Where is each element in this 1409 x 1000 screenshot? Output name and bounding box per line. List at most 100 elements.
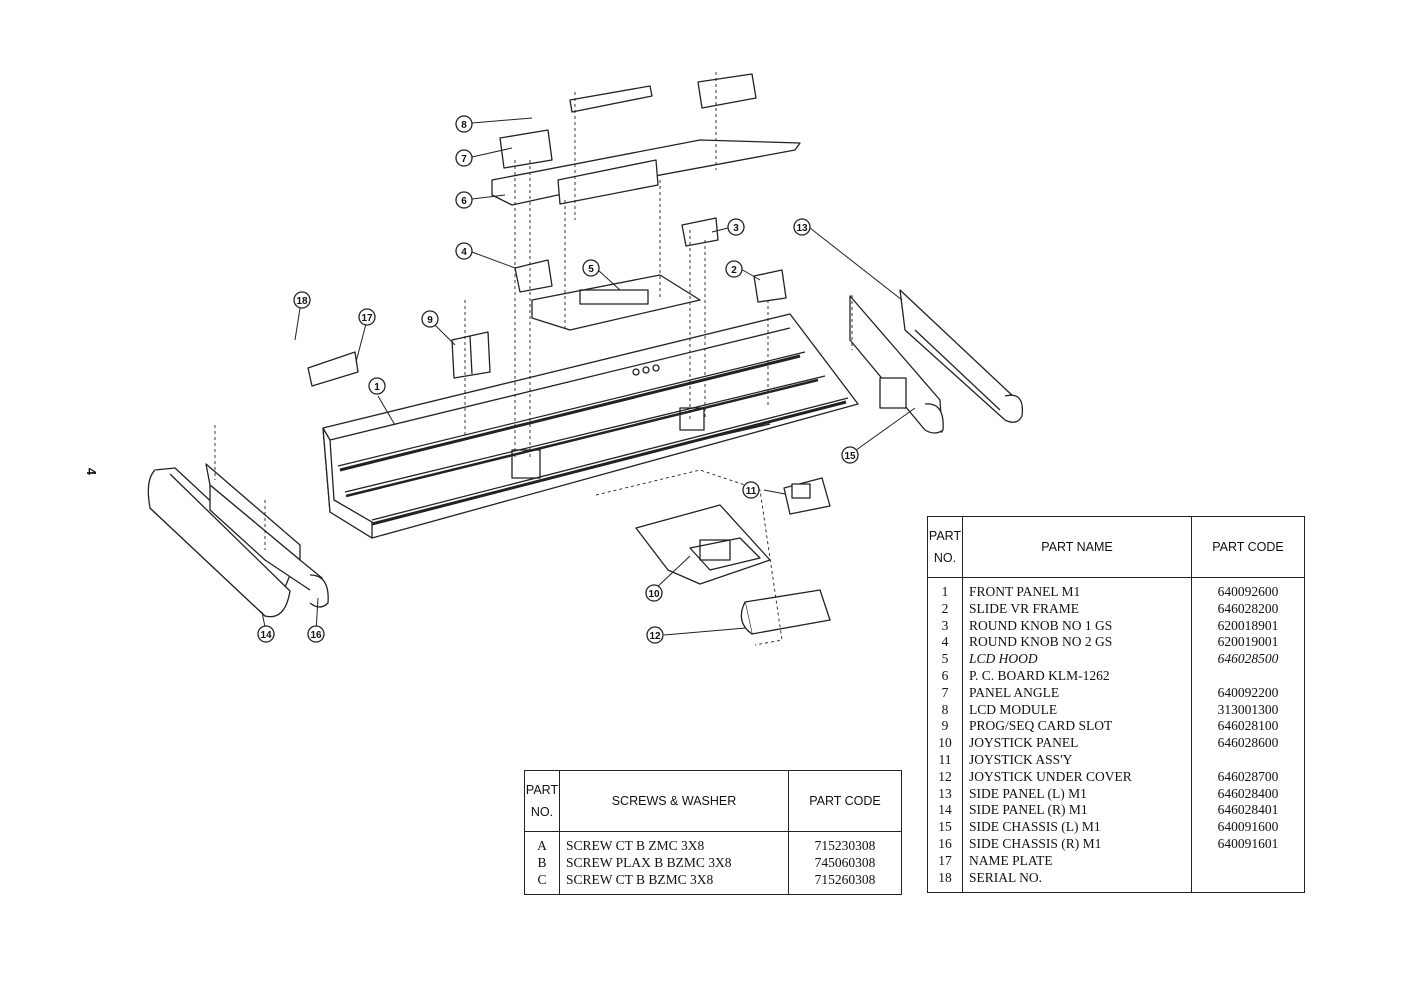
part-number: 3 <box>927 617 963 635</box>
part-code: 646028400 <box>1191 785 1305 803</box>
svg-text:12: 12 <box>649 631 661 642</box>
part-number: 9 <box>927 718 963 736</box>
svg-text:16: 16 <box>310 630 322 641</box>
callout-2: 2 <box>725 260 743 278</box>
part-name: LCD MODULE <box>962 701 1192 719</box>
part-code: 715260308 <box>788 871 902 895</box>
part-number: 2 <box>927 600 963 618</box>
part-number: 10 <box>927 735 963 752</box>
part-name: ROUND KNOB NO 1 GS <box>962 617 1192 635</box>
part-name: SLIDE VR FRAME <box>962 600 1192 618</box>
part-number: 8 <box>927 701 963 719</box>
callout-10: 10 <box>645 584 663 602</box>
part-name: NAME PLATE <box>962 852 1192 870</box>
part-name: LCD HOOD <box>962 651 1192 668</box>
callout-9: 9 <box>421 310 439 328</box>
svg-text:13: 13 <box>796 223 808 234</box>
callout-15: 15 <box>841 446 859 464</box>
svg-text:10: 10 <box>648 589 660 600</box>
part-code: 640091600 <box>1191 819 1305 836</box>
svg-text:3: 3 <box>733 223 739 234</box>
name-plate-part <box>307 351 359 387</box>
part-code <box>1191 751 1305 769</box>
part-number: 1 <box>927 577 963 601</box>
part-code: 640091601 <box>1191 835 1305 853</box>
part-number: 13 <box>927 785 963 803</box>
knobs-part <box>514 217 787 303</box>
screw-name-header: SCREWS & WASHER <box>559 770 789 832</box>
part-code: 646028500 <box>1191 651 1305 668</box>
part-code: 715230308 <box>788 831 902 855</box>
part-no-header: PART NO. <box>927 516 963 578</box>
callout-16: 16 <box>307 625 325 643</box>
part-number: C <box>524 871 560 895</box>
part-number: 7 <box>927 684 963 702</box>
part-name: JOYSTICK PANEL <box>962 735 1192 752</box>
card-slot-part <box>451 331 491 379</box>
part-code: 646028600 <box>1191 735 1305 752</box>
part-code: 620018901 <box>1191 617 1305 635</box>
leader-lines <box>261 117 916 636</box>
callout-8: 8 <box>455 115 473 133</box>
part-code: 646028401 <box>1191 802 1305 820</box>
part-number: 18 <box>927 869 963 893</box>
part-code: 646028100 <box>1191 718 1305 736</box>
pc-board-part <box>491 73 801 206</box>
part-name: JOYSTICK UNDER COVER <box>962 768 1192 786</box>
callout-14: 14 <box>257 625 275 643</box>
callout-13: 13 <box>793 218 811 236</box>
part-name: SIDE CHASSIS (L) M1 <box>962 819 1192 836</box>
part-name: SIDE PANEL (L) M1 <box>962 785 1192 803</box>
svg-text:4: 4 <box>461 247 467 258</box>
callout-11: 11 <box>742 481 760 499</box>
part-code: 745060308 <box>788 854 902 872</box>
parts-table-header: PART NO. PART NAME PART CODE <box>927 516 1305 578</box>
svg-text:1: 1 <box>374 382 380 393</box>
part-name: SIDE CHASSIS (R) M1 <box>962 835 1192 853</box>
part-code <box>1191 852 1305 870</box>
part-name: P. C. BOARD KLM-1262 <box>962 667 1192 685</box>
part-number: 17 <box>927 852 963 870</box>
part-code: 646028200 <box>1191 600 1305 618</box>
svg-text:8: 8 <box>461 120 467 131</box>
part-name: PROG/SEQ CARD SLOT <box>962 718 1192 736</box>
part-code <box>1191 667 1305 685</box>
part-number: 15 <box>927 819 963 836</box>
svg-text:18: 18 <box>296 296 308 307</box>
callout-1: 1 <box>368 377 386 395</box>
svg-text:6: 6 <box>461 196 467 207</box>
part-name: SCREW PLAX B BZMC 3X8 <box>559 854 789 872</box>
callout-12: 12 <box>646 626 664 644</box>
callout-17: 17 <box>358 308 376 326</box>
part-code-header: PART CODE <box>1191 516 1305 578</box>
svg-text:14: 14 <box>260 630 272 641</box>
part-number: B <box>524 854 560 872</box>
part-number: 11 <box>927 751 963 769</box>
svg-text:15: 15 <box>844 451 856 462</box>
side-panel-right-part <box>147 463 329 618</box>
part-code: 620019001 <box>1191 634 1305 652</box>
svg-text:2: 2 <box>731 265 737 276</box>
part-number: 14 <box>927 802 963 820</box>
svg-text:11: 11 <box>746 486 757 497</box>
callout-labels: 8 7 6 4 5 3 2 13 18 17 9 1 15 11 10 12 1… <box>257 115 859 644</box>
part-name: JOYSTICK ASS'Y <box>962 751 1192 769</box>
page-number: 4 <box>84 467 100 476</box>
